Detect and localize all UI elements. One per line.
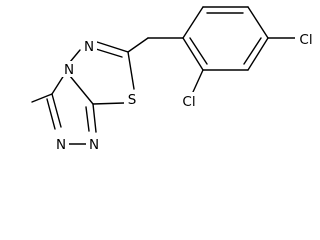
atom-labels: N N S N N Cl Cl <box>53 30 317 153</box>
bond-n-right-cfused <box>92 103 97 133</box>
bond-c3-n-left-double <box>46 98 56 130</box>
atom-cl-para: Cl <box>299 32 312 48</box>
bond-ar3-ar4 <box>247 6 269 39</box>
molecule-canvas: N N S N N Cl Cl <box>31 6 317 153</box>
bond-c3-n-left <box>51 93 62 128</box>
bond-cfused-nbridge <box>69 75 94 105</box>
atom-n-thiadiazole-top: N <box>84 39 94 55</box>
bond-c2-ch2 <box>127 37 149 53</box>
bond-n-top-c2-double <box>95 48 123 58</box>
bond-nbridge-n-top <box>69 49 81 63</box>
bond-ar6-ar1 <box>182 37 204 71</box>
bond-ar4-ar5-double <box>243 37 262 65</box>
bond-n-top-c2 <box>96 41 129 53</box>
bond-methyl <box>31 93 53 103</box>
atom-n-triazole-bottom-left: N <box>56 137 66 153</box>
structure-diagram: N N S N N Cl Cl <box>31 6 317 153</box>
bond-c2-s <box>127 51 135 90</box>
atom-n-triazole-bottom-right: N <box>89 137 99 153</box>
bond-ar1-ar2 <box>182 6 204 39</box>
bond-n-right-cfused-double <box>85 106 90 132</box>
bond-s-cfused <box>92 102 125 105</box>
atom-cl-ortho: Cl <box>182 94 195 110</box>
bond-ar6-cl <box>192 69 204 93</box>
atom-n-bridge: N <box>64 62 74 78</box>
bond-ar4-ar5 <box>247 37 269 71</box>
bonds <box>31 6 297 145</box>
bond-ar6-ar1-double <box>189 37 208 65</box>
atom-s-ring: S <box>128 92 137 108</box>
